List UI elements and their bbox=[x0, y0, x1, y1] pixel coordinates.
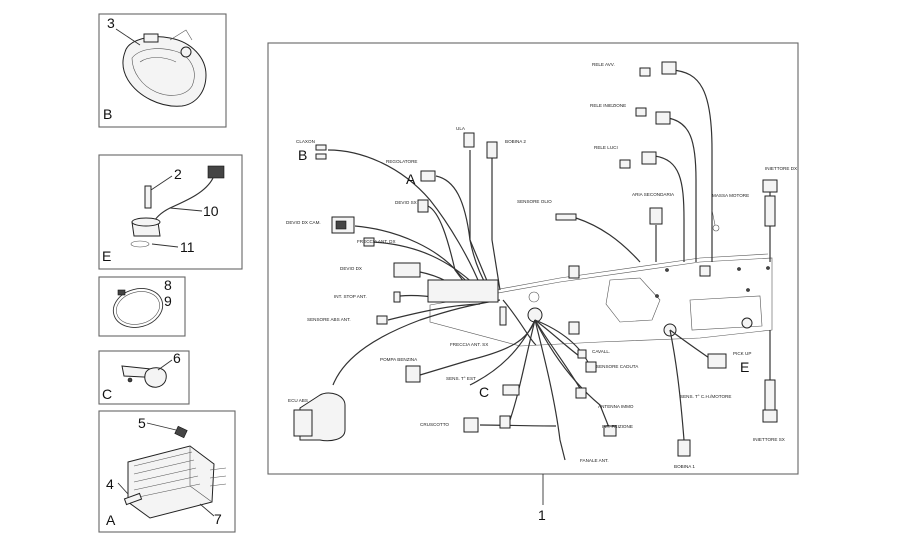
harness-wires bbox=[327, 69, 771, 461]
panel-8-9: 8 9 bbox=[98, 276, 186, 337]
main-letter-c: C bbox=[479, 384, 489, 400]
claxon-connector bbox=[315, 144, 327, 151]
label-sensore-olio: SENSORE OLIO bbox=[517, 199, 552, 204]
panel-b-frame bbox=[98, 13, 227, 128]
sensor-part-6 bbox=[121, 359, 173, 388]
callout-8: 8 bbox=[164, 277, 172, 293]
label-pick-up: PICK UP bbox=[733, 351, 751, 356]
label-pompa-benzina: POMPA BENZINA bbox=[380, 357, 418, 362]
panel-e-letter: E bbox=[102, 248, 111, 264]
connectors bbox=[293, 61, 778, 457]
panel-a-letter: A bbox=[106, 512, 116, 528]
main-letter-e: E bbox=[740, 359, 749, 375]
iniettore-dx-connector bbox=[762, 179, 778, 193]
rele-iniezione-relay bbox=[655, 111, 671, 125]
panel-e: 2 10 11 E bbox=[98, 154, 243, 270]
label-sensore-abs-ant: SENSORE ABS ANT. bbox=[307, 317, 351, 322]
sensore-caduta-connector bbox=[585, 361, 597, 373]
panel-b-letter: B bbox=[103, 106, 112, 122]
freccia-ant-dx-connector bbox=[363, 237, 375, 247]
panel-c: 6 C bbox=[98, 350, 190, 405]
callout-1: 1 bbox=[538, 507, 546, 523]
callout-9: 9 bbox=[164, 293, 172, 309]
label-claxon: CLAXON bbox=[296, 139, 315, 144]
antenna-immo-connector bbox=[575, 387, 587, 399]
label-bobina-1: BOBINA 1 bbox=[674, 464, 695, 469]
label-rele-luci: RELE LUCI bbox=[594, 145, 618, 150]
main-letter-b: B bbox=[298, 147, 307, 163]
panel-c-frame bbox=[98, 350, 190, 405]
devio-sx-connector bbox=[417, 199, 429, 213]
label-rele-iniezione: RELE INIEZIONE bbox=[590, 103, 626, 108]
devio-dx-connector bbox=[393, 262, 421, 278]
callout-11: 11 bbox=[180, 239, 195, 255]
cruscotto-connector bbox=[463, 417, 479, 433]
pompa-benzina-connector bbox=[405, 365, 421, 383]
label-devio-dx: DEVIO DX bbox=[340, 266, 362, 271]
panel-a: 5 4 7 A bbox=[98, 410, 236, 533]
cavalletto-connector bbox=[577, 349, 587, 359]
label-devio-cam: DEVIO DX CAM. bbox=[286, 220, 321, 225]
label-sens-t-est: SENS. T° EST bbox=[446, 376, 476, 381]
regolatore-connector bbox=[420, 170, 436, 182]
callout-6: 6 bbox=[173, 350, 181, 366]
central-junction-block bbox=[427, 279, 499, 303]
label-rele-avv: RELE AVV. bbox=[592, 62, 615, 67]
label-cruscotto: CRUSCOTTO bbox=[420, 422, 449, 427]
pick-up-connector bbox=[707, 353, 727, 369]
component-labels: CLAXON REGOLATORE DEVIO SX DEVIO DX CAM.… bbox=[286, 62, 797, 469]
callout-7: 7 bbox=[214, 511, 222, 527]
fanale-ant-connector bbox=[499, 415, 511, 429]
callout-4: 4 bbox=[106, 476, 114, 492]
sensore-abs-ant-connector bbox=[376, 315, 388, 325]
panel-b: 3 B bbox=[98, 13, 227, 128]
label-freccia-ant-dx: FRECCIA ANT. DX bbox=[357, 239, 396, 244]
aria-secondaria-connector bbox=[649, 207, 663, 225]
panel-8-9-frame bbox=[98, 276, 186, 337]
ula-connector bbox=[463, 132, 475, 148]
rele-avv-relay bbox=[661, 61, 677, 75]
label-int-stop-ant: INT. STOP ANT. bbox=[334, 294, 367, 299]
int-stop-ant-connector bbox=[393, 291, 401, 303]
label-iniettore-dx: INIETTORE DX bbox=[765, 166, 797, 171]
main-panel-frame bbox=[267, 42, 799, 475]
massa-motore-connector bbox=[711, 209, 716, 226]
regulator-part-4-5-7 bbox=[117, 422, 227, 519]
rele-luci-relay bbox=[641, 151, 657, 165]
main-letter-a: A bbox=[406, 171, 416, 187]
sens-t-est-connector bbox=[502, 384, 520, 396]
iniettore-sx-connector bbox=[764, 379, 776, 411]
label-sens-giri: SENS. T° C.H./MOTORE bbox=[680, 394, 731, 399]
bobina-2-connector bbox=[486, 141, 498, 159]
callout-5: 5 bbox=[138, 415, 146, 431]
label-ula: ULA bbox=[456, 126, 466, 131]
label-ecu-abs: ECU ABS bbox=[288, 398, 308, 403]
label-devio-sx: DEVIO SX bbox=[395, 200, 417, 205]
bobina-1-connector bbox=[677, 439, 691, 457]
label-antenna-immo: ANTENNA IMMO bbox=[598, 404, 634, 409]
label-massa-motore: MASSA MOTORE bbox=[712, 193, 749, 198]
callout-3: 3 bbox=[107, 15, 115, 31]
cluster-part-3 bbox=[115, 28, 207, 107]
label-iniettore-sx: INIETTORE SX bbox=[753, 437, 785, 442]
clamp-part-8-9 bbox=[112, 288, 164, 328]
label-aria-secondaria: ARIA SECONDARIA bbox=[632, 192, 675, 197]
label-cavalletto: CAVALL. bbox=[592, 349, 610, 354]
panel-e-frame bbox=[98, 154, 243, 270]
label-sensore-caduta: SENSORE CADUTA bbox=[596, 364, 639, 369]
int-frizione-connector bbox=[603, 425, 617, 437]
panel-a-frame bbox=[98, 410, 236, 533]
panel-c-letter: C bbox=[102, 386, 112, 402]
label-int-frizione: INT. FRIZIONE bbox=[602, 424, 633, 429]
callout-2: 2 bbox=[174, 166, 182, 182]
label-freccia-ant-sx: FRECCIA ANT. SX bbox=[450, 342, 488, 347]
label-regolatore: REGOLATORE bbox=[386, 159, 417, 164]
sensore-olio-connector bbox=[555, 213, 577, 221]
label-bobina-2: BOBINA 2 bbox=[505, 139, 526, 144]
label-fanale-ant: FANALE ANT. bbox=[580, 458, 609, 463]
main-harness-panel: 1 bbox=[267, 42, 799, 523]
sensor-part-2-10-11 bbox=[130, 165, 225, 248]
callout-10: 10 bbox=[203, 203, 219, 219]
